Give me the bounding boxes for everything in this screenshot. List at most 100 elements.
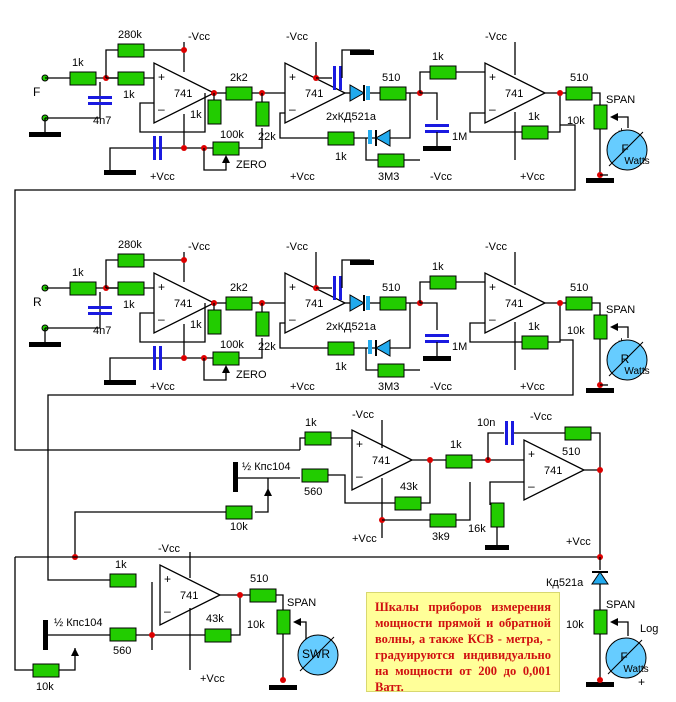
label-meter_f: F [621, 142, 628, 156]
label-r1k: 1k [335, 151, 347, 163]
label-vneg: -Vcc [430, 381, 453, 393]
label-r1k: 1k [123, 89, 135, 101]
capacitor-plate [159, 346, 162, 370]
wire [239, 128, 263, 149]
label-r1k: 1k [335, 361, 347, 373]
label-opamp: 741 [505, 88, 523, 100]
capacitor-plate [425, 334, 449, 337]
wire [365, 138, 378, 161]
label-r3m3: 3M3 [378, 171, 399, 183]
label-kps_a: ½ Кпс104 [242, 461, 290, 473]
label-zero: ZERO [236, 159, 267, 171]
label-opamp: 741 [180, 590, 198, 602]
meter-swr [297, 634, 339, 676]
label-r10k: 10k [36, 681, 54, 693]
label-c4n7: 4n7 [93, 325, 111, 337]
label-plus: + [489, 70, 496, 84]
label-r1k: 1k [305, 417, 317, 429]
pot-body [233, 462, 238, 492]
junction-node [427, 457, 433, 463]
label-c4n7: 4n7 [93, 115, 111, 127]
pot-wiper [610, 618, 618, 626]
wire [45, 82, 101, 119]
opamp [523, 438, 586, 502]
meter-needle [608, 341, 644, 377]
ground-symbol [29, 342, 61, 347]
resistor [255, 101, 270, 127]
label-vpos: +Vcc [290, 381, 315, 393]
wire [203, 148, 227, 171]
resistor [249, 588, 277, 603]
label-r510: 510 [570, 72, 588, 84]
label-c1m: 1M [452, 341, 467, 353]
opamp [153, 271, 216, 335]
wire [469, 112, 522, 133]
resistor [117, 43, 145, 58]
capacitor-plate [159, 136, 162, 160]
resistor [69, 281, 97, 296]
label-vpos: +Vcc [150, 381, 175, 393]
opamp [484, 61, 547, 125]
wire [328, 474, 395, 504]
diode [366, 86, 370, 100]
label-r100k: 100k [220, 339, 244, 351]
junction-node [181, 145, 187, 151]
ground-symbol [423, 146, 451, 151]
wire [105, 49, 118, 78]
diode [374, 129, 391, 147]
label-opamp: 741 [544, 465, 562, 477]
resistor [445, 454, 473, 469]
resistor [109, 573, 137, 588]
wire [618, 621, 629, 636]
label-r22k: 22k [258, 341, 276, 353]
label-plus: + [528, 447, 535, 461]
label-watts: Watts [624, 156, 649, 167]
ground-symbol [423, 356, 451, 361]
pot-wiper [610, 113, 618, 121]
ground-symbol [586, 682, 614, 687]
label-r3m3: 3M3 [378, 381, 399, 393]
resistor [565, 86, 593, 101]
ground-symbol [269, 685, 297, 690]
junction-node [181, 355, 187, 361]
resistor [32, 663, 60, 678]
wire [14, 124, 576, 451]
wire [456, 482, 471, 521]
ground-symbol [104, 170, 136, 175]
junction-node [149, 632, 155, 638]
wire [300, 621, 307, 640]
pot-wiper [264, 488, 272, 496]
resistor [377, 363, 405, 378]
wire [299, 437, 305, 450]
label-plus: + [489, 280, 496, 294]
wire [74, 511, 226, 557]
meter-needle [299, 636, 335, 672]
label-vpos: +Vcc [520, 171, 545, 183]
wire [139, 93, 206, 133]
label-span: SPAN [606, 599, 635, 611]
label-vpos: +Vcc [520, 381, 545, 393]
label-vneg: -Vcc [286, 241, 309, 253]
wire [59, 648, 76, 671]
calibration-note: Шкалы приборов измерения мощности прямой… [366, 592, 560, 694]
label-plus: + [638, 675, 645, 689]
label-kps_b: ½ Кпс104 [54, 617, 102, 629]
resistor [593, 609, 608, 635]
wire [548, 93, 561, 133]
label-minus: – [158, 312, 165, 326]
resistor [304, 431, 332, 446]
wire [592, 92, 601, 105]
meter-meter_r [606, 339, 648, 381]
label-r10k: 10k [567, 115, 585, 127]
wire [203, 358, 227, 381]
label-minus: – [356, 469, 363, 483]
wire [279, 112, 328, 139]
label-r1k: 1k [115, 559, 127, 571]
resistor [207, 309, 222, 335]
label-r43k: 43k [206, 613, 224, 625]
label-r1k: 1k [72, 267, 84, 279]
capacitor-plate [425, 340, 449, 343]
label-c1m: 1M [452, 131, 467, 143]
label-vneg: -Vcc [485, 31, 508, 43]
